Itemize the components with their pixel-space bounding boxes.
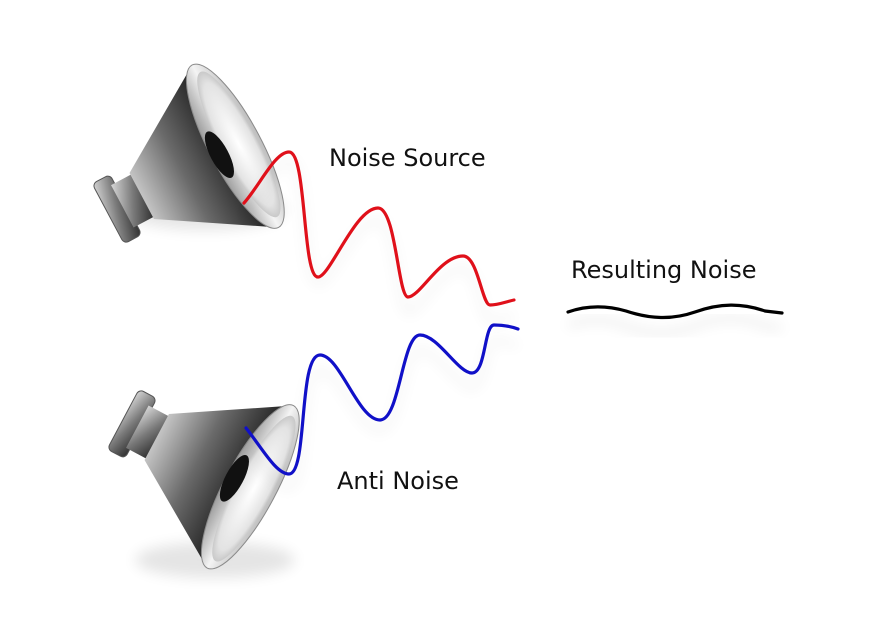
anti-noise-label: Anti Noise <box>337 467 459 495</box>
top-speaker-icon <box>93 63 285 243</box>
noise-source-wave <box>242 150 516 307</box>
bottom-speaker-icon <box>108 390 300 578</box>
noise-source-label: Noise Source <box>329 144 486 172</box>
anti-noise-wave <box>244 323 520 476</box>
resulting-noise-label: Resulting Noise <box>571 256 757 284</box>
resulting-noise-wave <box>566 303 784 320</box>
